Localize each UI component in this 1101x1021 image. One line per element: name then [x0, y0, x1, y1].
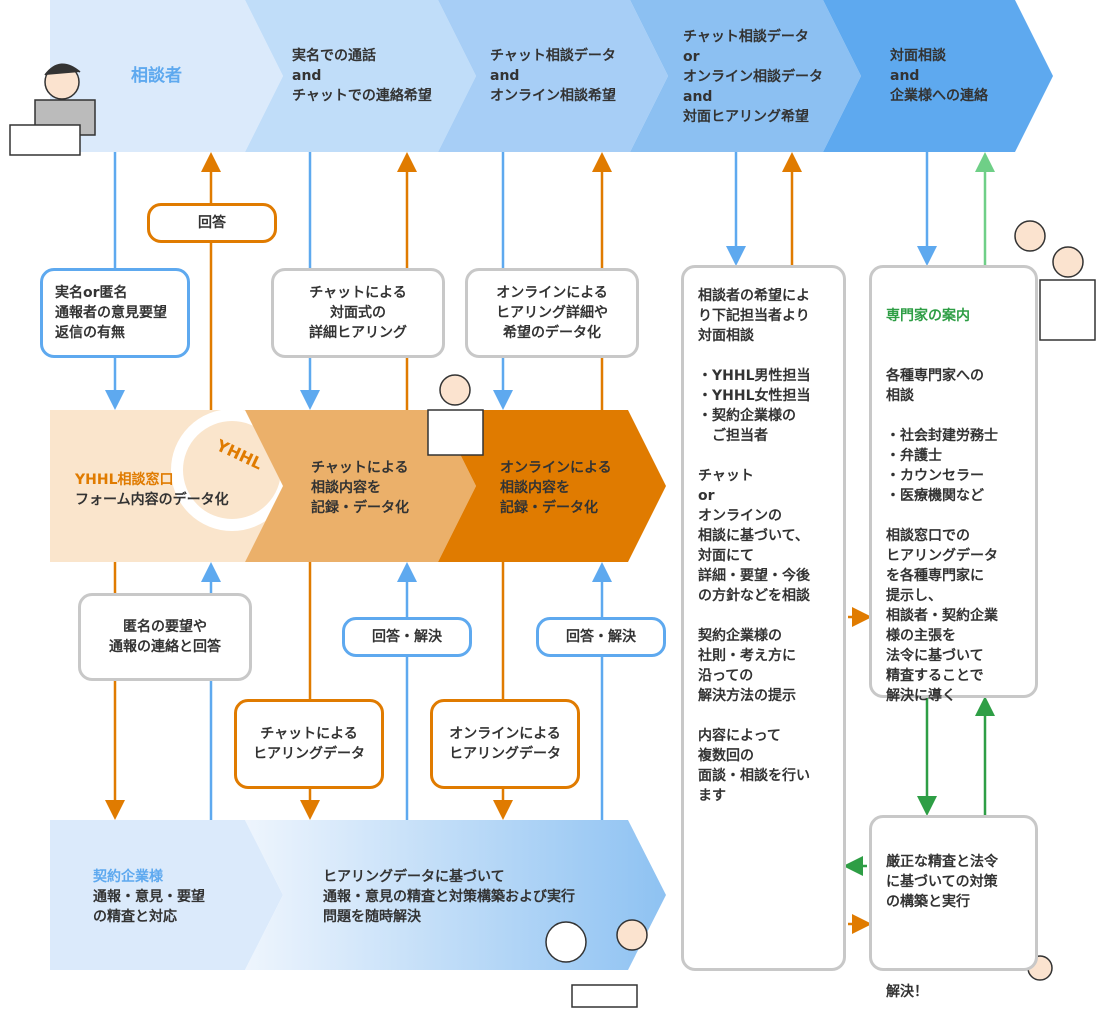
chat-hearing-box: チャットによる 対面式の 詳細ヒアリング: [271, 268, 445, 358]
chat-record-step: チャットによる 相談内容を 記録・データ化: [311, 460, 409, 516]
middle-chevrons: [50, 409, 666, 562]
resolve-label-1: 回答・解決: [342, 617, 472, 657]
top-step-face-company: 対面相談 and 企業様への連絡: [890, 48, 988, 104]
expert-guidance-text: 各種専門家への 相談 ・社会封建労務士 ・弁護士 ・カウンセラー ・医療機関など…: [886, 368, 998, 704]
face-to-face-consultation-box: 相談者の希望によ り下記担当者より 対面相談 ・YHHL男性担当 ・YHHL女性…: [681, 265, 846, 971]
chat-hearing-data-box: チャットによる ヒアリングデータ: [234, 699, 384, 789]
online-hearing-box: オンラインによる ヒアリング詳細や 希望のデータ化: [465, 268, 639, 358]
contract-company-title: 契約企業様: [93, 869, 163, 885]
yhhl-window-text: フォーム内容のデータ化: [75, 492, 229, 508]
expert-guidance-box: 専門家の案内 各種専門家への 相談 ・社会封建労務士 ・弁護士 ・カウンセラー …: [869, 265, 1038, 704]
top-chevrons: [50, 0, 1053, 152]
top-step-face-hearing: チャット相談データ or オンライン相談データ and 対面ヒアリング希望: [683, 29, 823, 125]
online-hearing-data-box: オンラインによる ヒアリングデータ: [430, 699, 580, 789]
top-step-consultant: 相談者: [131, 66, 182, 86]
resolved-label: 解決！: [886, 984, 928, 1000]
final-action-box: 厳正な精査と法令 に基づいての対策 の構築と実行 解決！: [869, 815, 1038, 1000]
answer-label: 回答: [147, 203, 277, 243]
top-step-call-chat: 実名での通話 and チャットでの連絡希望: [292, 48, 432, 104]
anonymous-request-box: 匿名の要望や 通報の連絡と回答: [78, 593, 252, 681]
online-record-step: オンラインによる 相談内容を 記録・データ化: [500, 460, 612, 516]
contract-company-text: 通報・意見・要望 の精査と対応: [93, 889, 205, 925]
expert-guidance-title: 専門家の案内: [886, 308, 970, 324]
realname-request-box: 実名or匿名 通報者の意見要望 返信の有無: [40, 268, 190, 358]
top-step-chat-online: チャット相談データ and オンライン相談希望: [490, 48, 616, 104]
final-action-text: 厳正な精査と法令 に基づいての対策 の構築と実行: [886, 854, 998, 910]
hearing-data-execution-step: ヒアリングデータに基づいて 通報・意見の精査と対策構築および実行 問題を随時解決: [323, 869, 575, 925]
yhhl-window-title: YHHL相談窓口: [75, 472, 174, 488]
resolve-label-2: 回答・解決: [536, 617, 666, 657]
